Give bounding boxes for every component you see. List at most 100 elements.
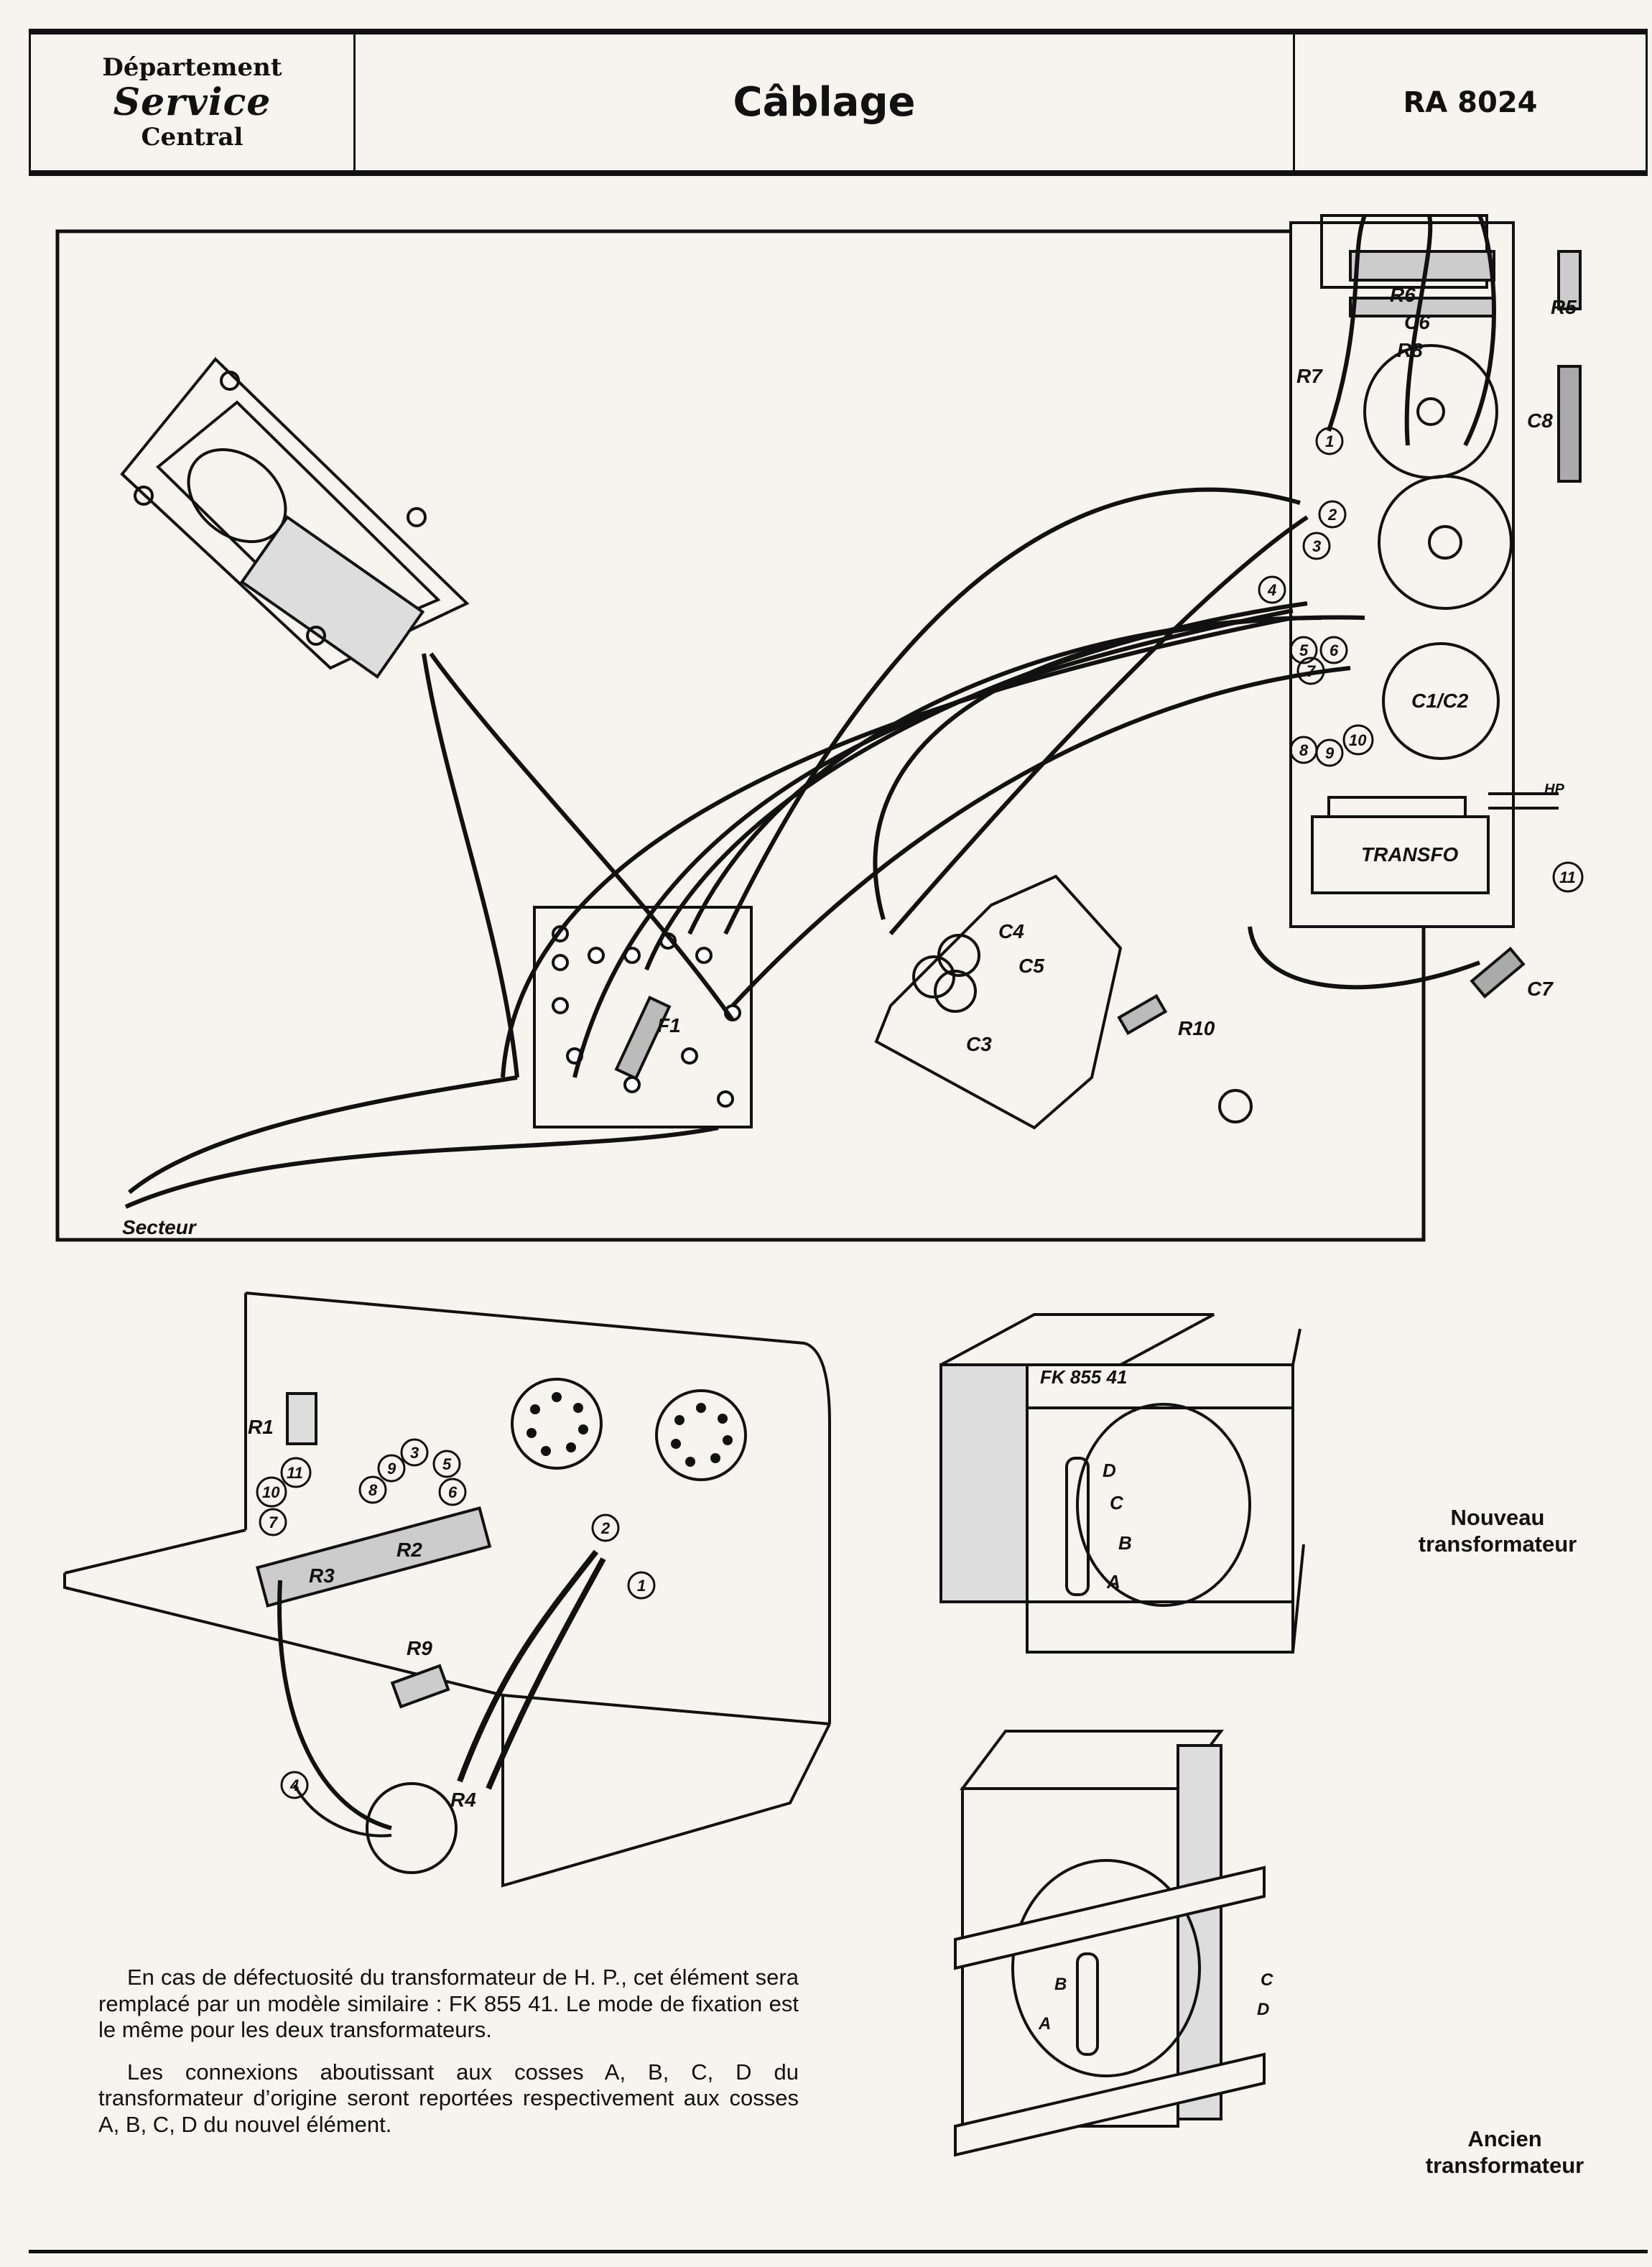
svg-text:3: 3 [410, 1444, 419, 1462]
resistor-R2-R3 [256, 1506, 492, 1608]
terminal-9: 9 [1315, 738, 1344, 767]
panel-terminal-8: 8 [358, 1475, 387, 1504]
terminal-5: 5 [1289, 636, 1318, 664]
old-transformer-drawing [954, 1730, 1266, 2157]
svg-text:10: 10 [1349, 731, 1367, 749]
department-line1: Département [102, 52, 282, 82]
page-header: Département Service Central Câblage RA 8… [29, 29, 1648, 176]
svg-text:5: 5 [1299, 641, 1309, 659]
department-line3: Central [141, 123, 243, 152]
label-C6: C6 [1404, 311, 1430, 333]
resistor-R10 [1117, 993, 1168, 1035]
terminal-1: 1 [1315, 427, 1344, 455]
svg-text:9: 9 [1325, 744, 1335, 762]
tube-socket [1378, 475, 1513, 610]
label-R9: R9 [407, 1637, 432, 1659]
svg-text:11: 11 [287, 1464, 303, 1482]
capacitor-block [874, 874, 1253, 1130]
label-TRANSFO: TRANSFO [1361, 843, 1459, 866]
old-lug-B: B [1054, 1975, 1067, 1994]
label-HP: HP [1544, 782, 1564, 797]
new-transformer-caption-line2: transformateur [1418, 1531, 1577, 1557]
transformer-marking: FK 855 41 [1040, 1366, 1127, 1388]
svg-text:11: 11 [1559, 868, 1576, 886]
model-reference: RA 8024 [1403, 85, 1538, 119]
panel-terminal-5: 5 [432, 1450, 461, 1478]
new-lug-D: D [1103, 1460, 1116, 1481]
new-lug-C: C [1110, 1492, 1124, 1513]
output-transformer [1311, 815, 1490, 894]
terminal-board [533, 906, 753, 1128]
label-R1: R1 [248, 1416, 274, 1438]
panel-terminal-3: 3 [400, 1438, 429, 1467]
fuse-F1 [614, 996, 672, 1080]
resistor-R9 [390, 1664, 450, 1709]
new-transformer-caption-line1: Nouveau [1450, 1505, 1545, 1530]
wiring-harness [124, 214, 1496, 1209]
label-C5: C5 [1018, 955, 1044, 977]
motor-unit [120, 357, 470, 679]
terminal-11: 11 [1552, 861, 1584, 893]
label-R4: R4 [450, 1789, 476, 1811]
svg-text:8: 8 [368, 1481, 378, 1499]
new-transformer-drawing [939, 1313, 1305, 1654]
old-lug-A: A [1038, 2014, 1051, 2034]
label-R5: R5 [1551, 296, 1577, 318]
old-lug-C: C [1261, 1970, 1273, 1990]
panel-terminal-10: 10 [256, 1476, 287, 1508]
label-R7: R7 [1296, 365, 1323, 387]
panel-terminal-4: 4 [280, 1771, 309, 1799]
label-R6: R6 [1390, 284, 1416, 306]
svg-text:5: 5 [442, 1455, 452, 1473]
svg-text:7: 7 [1307, 662, 1317, 680]
department-line2: Service [113, 80, 272, 124]
department-block: Département Service Central [31, 34, 353, 170]
svg-text:7: 7 [269, 1513, 279, 1531]
terminal-markers: 1 2 3 4 5 6 7 8 9 10 11 [1258, 427, 1584, 893]
old-transformer-caption-line1: Ancien [1467, 2126, 1542, 2151]
new-lug-A: A [1106, 1571, 1120, 1593]
header-divider [1293, 34, 1295, 170]
svg-text:6: 6 [1330, 641, 1339, 659]
label-C7: C7 [1527, 978, 1554, 1000]
svg-text:4: 4 [1267, 581, 1276, 599]
resistor-R1 [286, 1392, 317, 1445]
new-lug-B: B [1118, 1532, 1132, 1554]
svg-text:1: 1 [1325, 432, 1334, 450]
label-R3: R3 [309, 1564, 335, 1587]
svg-text:8: 8 [1299, 741, 1309, 759]
resistor-R6 [1349, 250, 1495, 282]
label-C4: C4 [998, 920, 1024, 942]
resistor-R5 [1557, 250, 1582, 310]
note-paragraph-2: Les connexions aboutissant aux cosses A,… [98, 2059, 799, 2137]
capacitor-C6 [1349, 297, 1495, 317]
label-C1-C2: C1/C2 [1411, 690, 1469, 712]
panel-terminal-1: 1 [627, 1571, 656, 1600]
capacitor-C8 [1557, 365, 1582, 483]
svg-text:9: 9 [387, 1460, 396, 1478]
svg-text:3: 3 [1312, 537, 1321, 555]
label-R10: R10 [1178, 1017, 1215, 1039]
panel-terminal-2: 2 [591, 1513, 620, 1542]
bottom-rule [29, 2250, 1648, 2253]
svg-text:10: 10 [262, 1483, 280, 1501]
page-title: Câblage [733, 79, 916, 126]
old-transformer-caption: Ancien transformateur [1415, 2126, 1595, 2179]
terminal-6: 6 [1319, 636, 1348, 664]
control-panel [63, 1292, 831, 1888]
label-R2: R2 [396, 1539, 422, 1561]
label-secteur: Secteur [122, 1216, 198, 1238]
panel-terminal-9: 9 [377, 1454, 406, 1483]
svg-text:1: 1 [637, 1577, 646, 1595]
panel-terminal-7: 7 [259, 1508, 287, 1536]
terminal-4: 4 [1258, 575, 1286, 604]
terminal-7: 7 [1296, 657, 1325, 685]
old-lug-D: D [1257, 2000, 1269, 2019]
panel-terminal-6: 6 [438, 1478, 467, 1506]
svg-text:2: 2 [600, 1519, 611, 1537]
svg-text:4: 4 [289, 1776, 299, 1794]
panel-terminal-markers: 1 2 3 4 5 6 7 8 9 10 11 [256, 1438, 656, 1799]
terminal-2: 2 [1318, 500, 1347, 529]
note-paragraph-1: En cas de défectuosité du transformateur… [98, 1965, 799, 2043]
header-divider [353, 34, 356, 170]
